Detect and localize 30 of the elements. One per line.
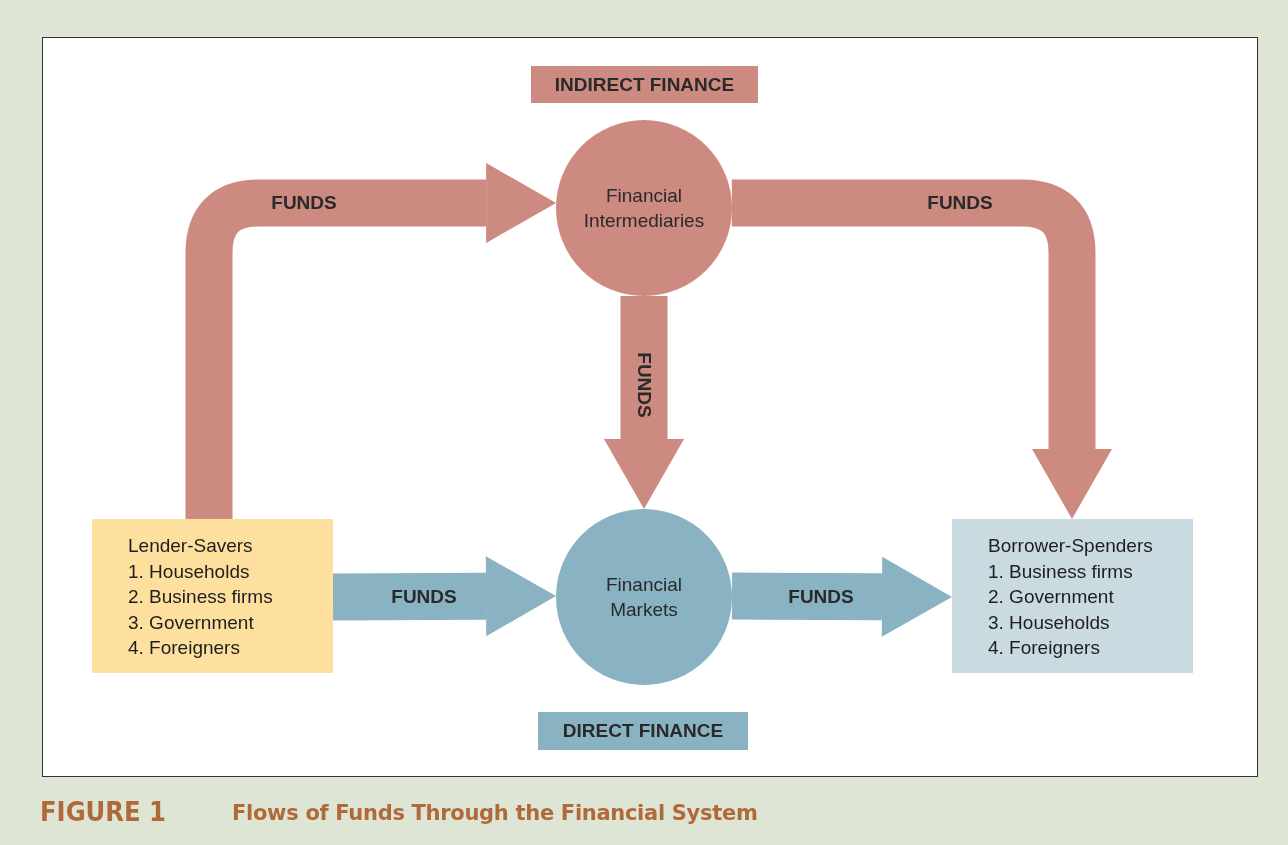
list-item: 4. Foreigners (988, 637, 1100, 658)
list-item: 4. Foreigners (128, 637, 240, 658)
list-item: 3. Government (128, 611, 254, 633)
list-item: 2. Business firms (128, 586, 273, 607)
band-title: INDIRECT FINANCE (554, 73, 735, 96)
group-box (92, 519, 333, 673)
band-title: DIRECT FINANCE (562, 720, 724, 742)
edge-label: FUNDS (391, 586, 457, 608)
circle-label: Financial Intermediaries (582, 184, 706, 233)
fat-arrow (731, 556, 952, 637)
group-box (952, 519, 1193, 673)
list-item: 1. Households (128, 560, 250, 582)
list-item: 3. Households (988, 611, 1110, 633)
fat-arrow (185, 163, 557, 519)
fat-arrow (604, 296, 684, 509)
fat-arrow (731, 179, 1112, 519)
edge-label: FUNDS (788, 586, 854, 608)
box-heading: Lender-Savers (128, 535, 253, 556)
figure-caption: Flows of Funds Through the Financial System (232, 801, 758, 825)
list-item: 1. Business firms (988, 560, 1133, 582)
edge-label: FUNDS (633, 352, 655, 418)
heading-band (538, 712, 748, 750)
figure-number: FIGURE 1 (40, 796, 166, 827)
edge-label: FUNDS (271, 192, 337, 214)
edge-label: FUNDS (927, 192, 993, 214)
fat-arrow (332, 556, 556, 637)
list-item: 2. Government (988, 586, 1114, 607)
heading-band (531, 66, 758, 103)
circle-label: Financial Markets (604, 573, 683, 622)
box-heading: Borrower-Spenders (988, 535, 1153, 556)
